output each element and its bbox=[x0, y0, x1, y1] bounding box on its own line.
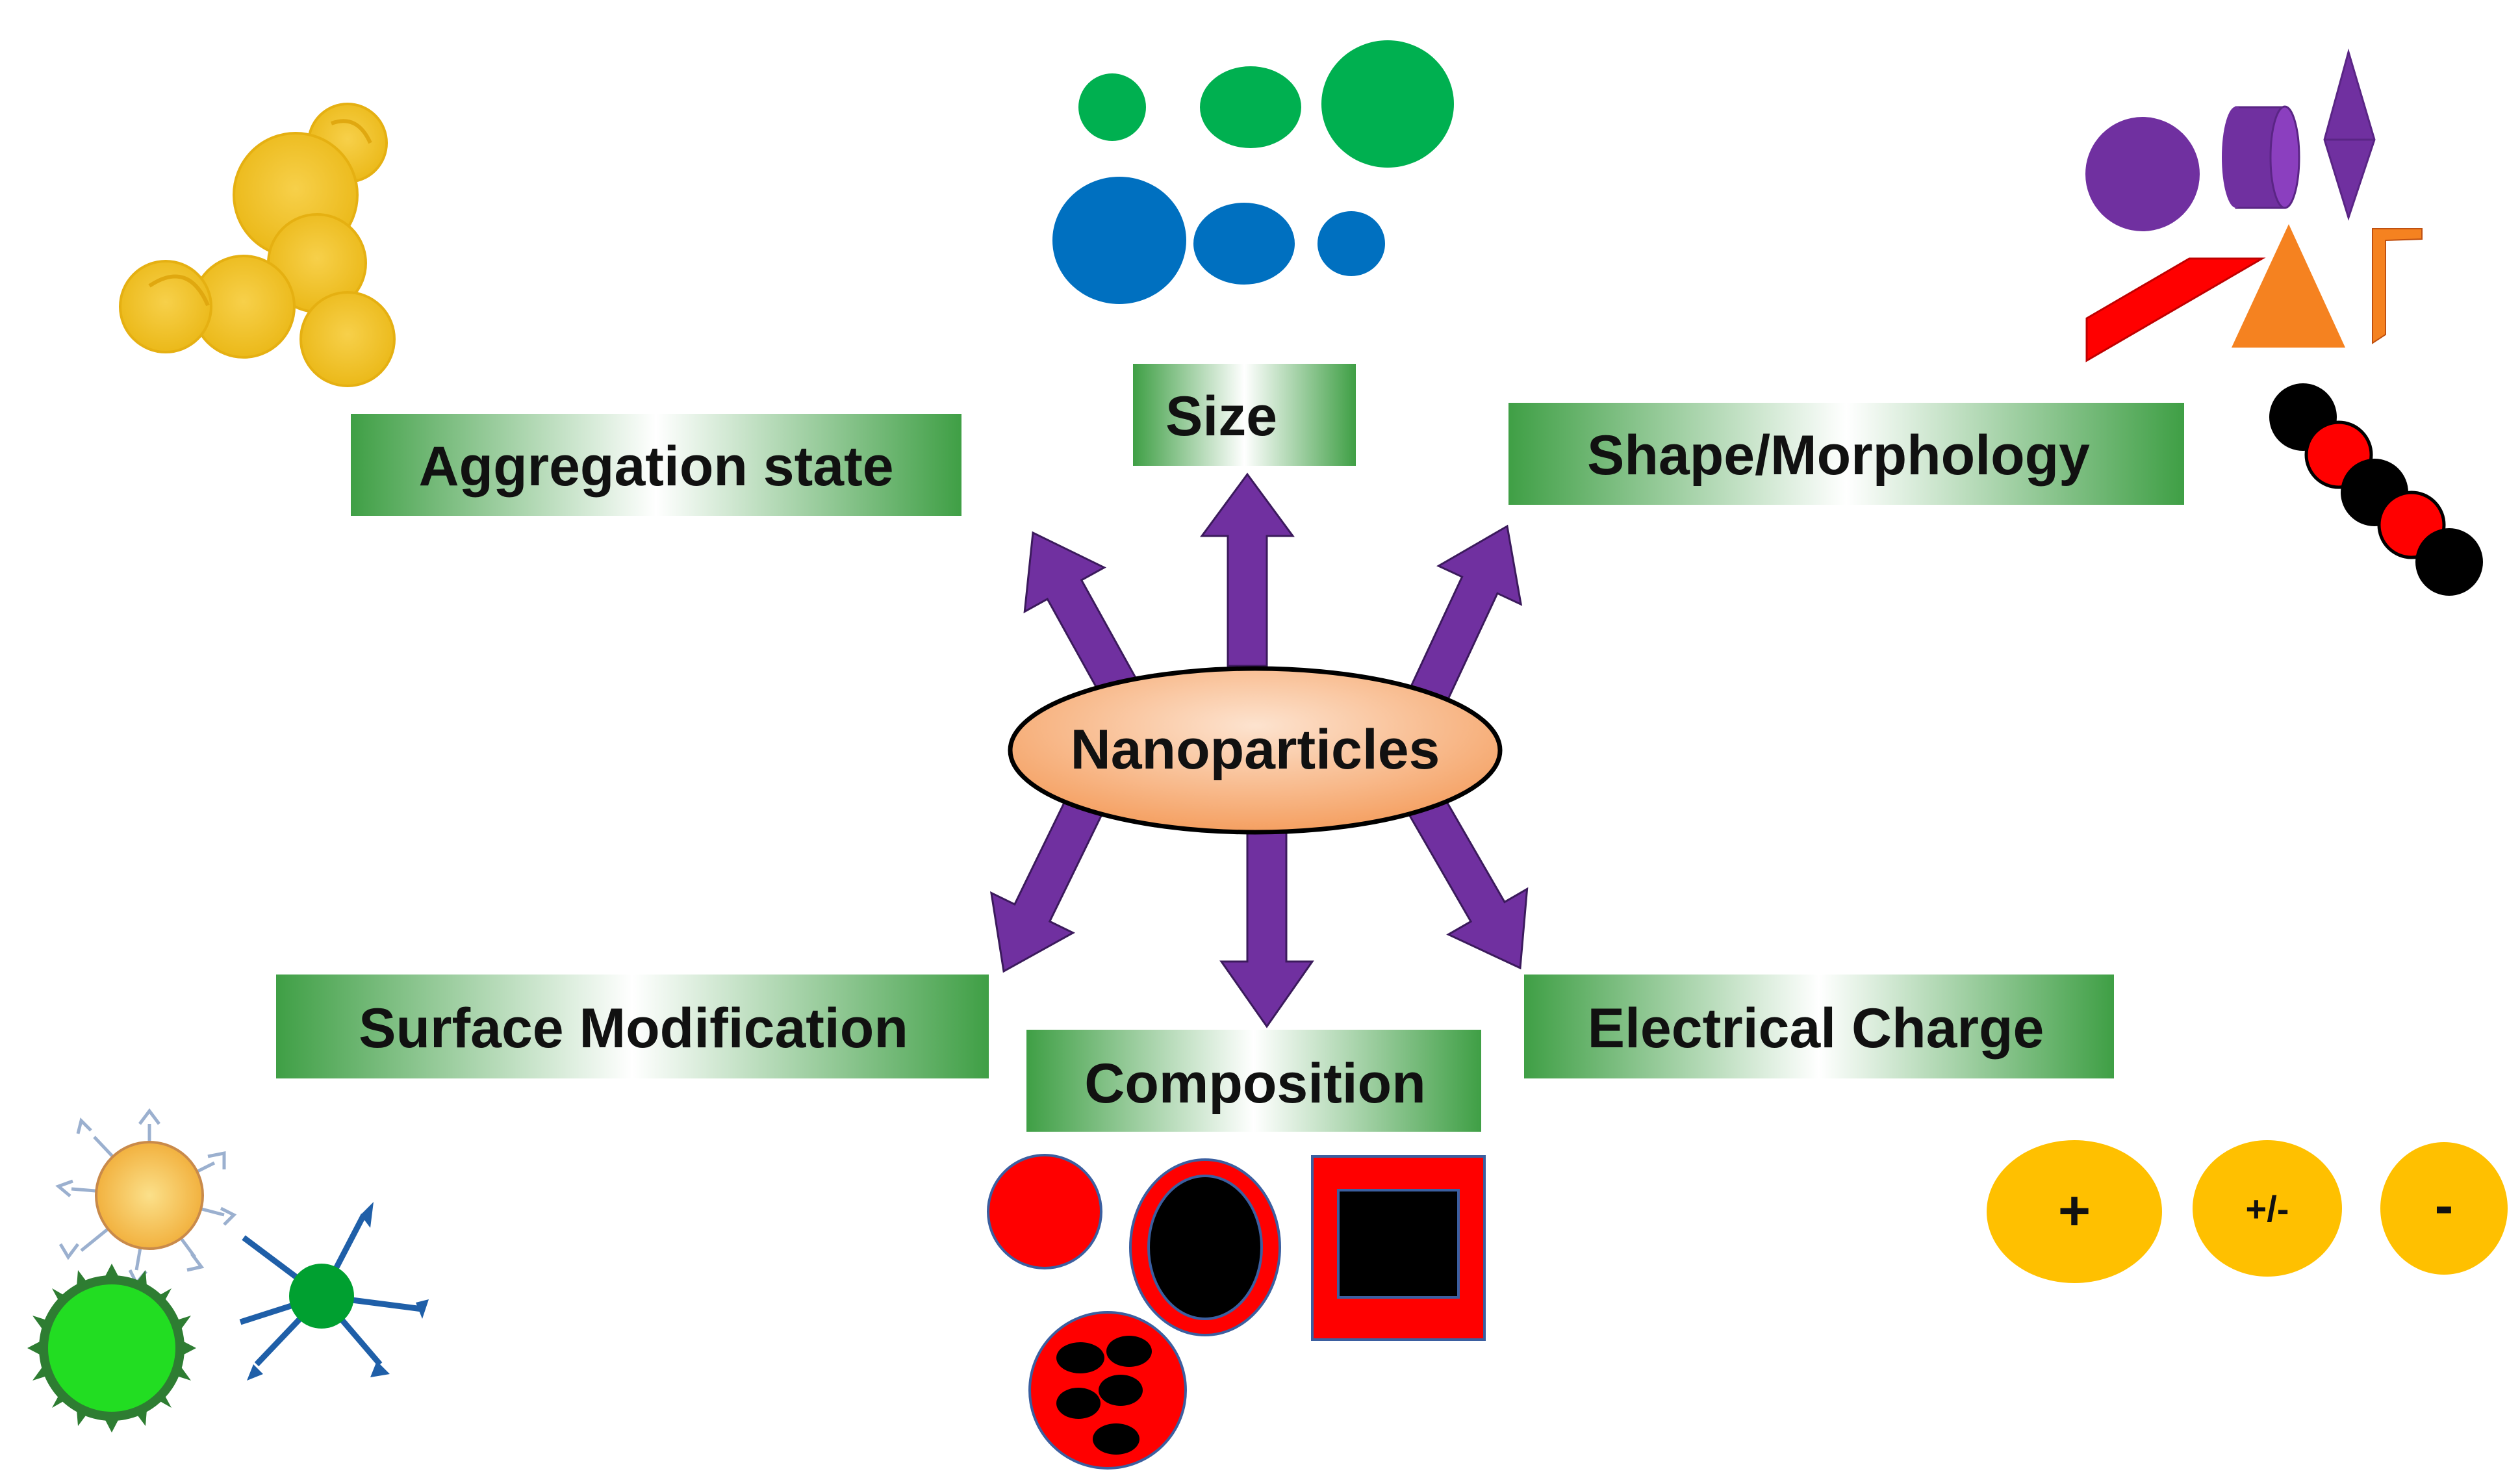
svg-text:Electrical Charge: Electrical Charge bbox=[1588, 997, 2044, 1060]
arrow-to-aggregation bbox=[1023, 531, 1146, 714]
surface-modification-illustration bbox=[27, 1108, 429, 1433]
spiky-particle bbox=[27, 1264, 196, 1433]
arrow-to-shape bbox=[1406, 524, 1523, 713]
svg-text:-: - bbox=[2435, 1175, 2454, 1237]
negative-particle: - bbox=[2380, 1142, 2508, 1275]
svg-text:Aggregation state: Aggregation state bbox=[418, 435, 893, 498]
positive-particle: + bbox=[1987, 1140, 2162, 1283]
center-label: Nanoparticles bbox=[1071, 719, 1440, 781]
arrow-to-charge bbox=[1404, 788, 1529, 970]
size-illustration bbox=[1052, 40, 1454, 304]
svg-text:Surface Modification: Surface Modification bbox=[359, 997, 908, 1060]
svg-text:Size: Size bbox=[1165, 385, 1277, 448]
arrows bbox=[989, 472, 1529, 1028]
composition-illustration bbox=[987, 1154, 1486, 1470]
svg-text:Composition: Composition bbox=[1084, 1052, 1426, 1115]
label-shape: Shape/Morphology bbox=[1508, 403, 2184, 505]
arrow-to-size bbox=[1200, 472, 1295, 667]
charge-illustration: + +/- - bbox=[1987, 1140, 2508, 1283]
svg-text:+: + bbox=[2058, 1180, 2091, 1242]
svg-text:Shape/Morphology: Shape/Morphology bbox=[1587, 424, 2090, 487]
aggregated-particles-illustration bbox=[119, 103, 396, 387]
label-charge: Electrical Charge bbox=[1524, 975, 2114, 1078]
label-composition: Composition bbox=[1026, 1030, 1481, 1132]
svg-text:+/-: +/- bbox=[2246, 1188, 2289, 1229]
label-surface: Surface Modification bbox=[276, 975, 989, 1078]
arrow-to-surface bbox=[989, 786, 1108, 973]
neutral-particle: +/- bbox=[2193, 1140, 2342, 1277]
center-node: Nanoparticles bbox=[1008, 666, 1503, 835]
arrow-to-composition bbox=[1219, 824, 1314, 1028]
shape-illustration bbox=[2085, 48, 2483, 596]
label-size: Size bbox=[1133, 364, 1356, 466]
label-aggregation: Aggregation state bbox=[351, 414, 961, 516]
